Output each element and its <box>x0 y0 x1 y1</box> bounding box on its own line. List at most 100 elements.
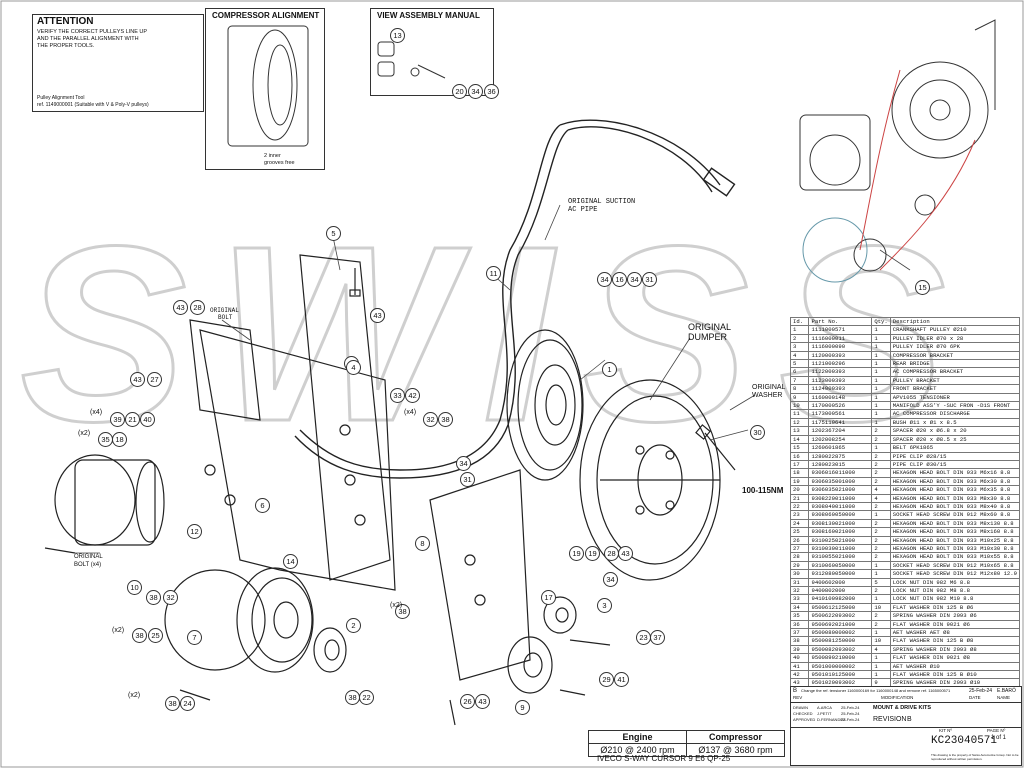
bom-cell: PIPE CLIP Ø28/15 <box>889 451 1021 461</box>
bom-cell: 10 <box>871 602 891 613</box>
bom-cell: 1202367204 <box>808 426 873 436</box>
drawn-label: DRAWN <box>793 705 808 710</box>
bom-cell: SPACER Ø20 x Ø6.8 x 20 <box>889 426 1021 436</box>
bom-cell: 36 <box>789 619 810 630</box>
part-balloon: 36 <box>484 84 499 99</box>
bom-cell: 1280022875 <box>808 451 873 461</box>
assembly-manual-box[interactable]: VIEW ASSEMBLY MANUAL <box>370 8 494 96</box>
bom-cell: 41 <box>789 661 810 672</box>
bom-cell: 1121000296 <box>808 359 873 369</box>
bom-cell: 1173000561 <box>808 409 873 419</box>
bom-cell: 1170000526 <box>808 401 873 411</box>
part-balloon: 38 <box>165 696 180 711</box>
bom-cell: 1 <box>871 325 891 335</box>
kit-number: KC23040571 <box>931 735 998 747</box>
category: MOUNT & DRIVE KITS <box>873 705 932 711</box>
part-balloon: 43 <box>370 308 385 323</box>
bom-cell: 2 <box>871 543 891 554</box>
change-rev: B <box>793 688 798 694</box>
bom-cell: 1 <box>871 510 891 520</box>
bom-cell: 1 <box>871 384 891 394</box>
bom-cell: APV1055 TENSIONER <box>889 392 1021 403</box>
callout-bolt: BOLT <box>218 314 233 321</box>
title-block: B Change the ref. tensioner 1160000169 f… <box>790 686 1022 766</box>
bom-cell: 37 <box>789 628 810 638</box>
drawn-by: A.ARCA <box>817 705 832 710</box>
bom-cell: 1111000571 <box>808 325 873 335</box>
bom-cell: 9500080000002 <box>808 628 873 638</box>
bom-cell: 1 <box>871 560 891 571</box>
bom-cell: 9306016011000 <box>808 468 873 478</box>
bom-cell: 2 <box>871 468 891 478</box>
bom-cell: 9400802000 <box>808 585 873 596</box>
approved-date: 25-Feb-24 <box>841 717 860 722</box>
bom-cell: 1116000011 <box>808 333 873 344</box>
bom-cell: 15 <box>789 443 810 453</box>
bom-cell: AET WASHER Ø10 <box>889 661 1021 672</box>
bom-cell: 1 <box>871 333 891 344</box>
change-text: Change the ref. tensioner 1160000169 for… <box>801 688 951 693</box>
bom-cell: 22 <box>789 501 810 512</box>
part-balloon: 27 <box>147 372 162 387</box>
bom-cell: 28 <box>789 552 810 562</box>
part-balloon: 30 <box>750 425 765 440</box>
part-balloon: 42 <box>405 388 420 403</box>
part-balloon: 37 <box>650 630 665 645</box>
bom-cell: PULLEY IDLER Ø70 x 28 <box>889 333 1021 344</box>
bom-cell: 7 <box>789 375 810 386</box>
quantity-label: (x2) <box>78 430 91 437</box>
engine-label: Engine <box>588 730 687 744</box>
drawing-title: IVECO S-WAY CURSOR 9 E6 QP-25 <box>597 754 731 763</box>
crankshaft-pulley-icon <box>506 329 584 481</box>
bom-header: Part No. <box>808 316 873 327</box>
bom-cell: SOCKET HEAD SCREW DIN 912 M10x65 8.8 <box>889 560 1021 571</box>
bom-cell: 1 <box>871 367 891 377</box>
assembly-manual-title[interactable]: VIEW ASSEMBLY MANUAL <box>377 11 480 20</box>
bom-cell: 10 <box>871 636 891 646</box>
bom-cell: 33 <box>789 594 810 604</box>
part-balloon: 16 <box>612 272 627 287</box>
part-balloon: 33 <box>390 388 405 403</box>
revision-value: B <box>907 716 912 723</box>
bom-cell: 4 <box>871 644 891 655</box>
bom-cell: 13 <box>789 426 810 436</box>
callout-bolt: ORIGINAL <box>210 307 239 314</box>
change-by: E.BARÓ <box>997 688 1016 694</box>
bom-cell: AC COMPRESSOR BRACKET <box>889 367 1021 377</box>
rev-label: REV <box>793 695 803 700</box>
bom-cell: HEXAGON HEAD BOLT DIN 933 M10x55 8.8 <box>889 552 1021 562</box>
part-balloon: 38 <box>395 604 410 619</box>
bom-cell: 1175110641 <box>808 417 873 428</box>
part-balloon: 32 <box>423 412 438 427</box>
bom-cell: 30 <box>789 569 810 579</box>
bom-cell: 4 <box>871 493 891 503</box>
callout-washer: WASHER <box>752 392 783 399</box>
bom-cell: 27 <box>789 543 810 554</box>
modification-label: MODIFICATION <box>881 695 914 700</box>
part-balloon: 34 <box>603 572 618 587</box>
bom-cell: 2 <box>871 426 891 436</box>
part-balloon: 17 <box>541 590 556 605</box>
bom-cell: HEXAGON HEAD BOLT DIN 933 M10x30 8.8 <box>889 543 1021 554</box>
bom-cell: LOCK NUT DIN 982 M6 8.8 <box>889 577 1021 588</box>
compressor-alignment-box: COMPRESSOR ALIGNMENT 2 inner grooves fre… <box>205 8 325 170</box>
bom-cell: 9310060050000 <box>808 560 873 571</box>
ac-hose-icon <box>294 119 736 479</box>
callout-bolt: BOLT (x4) <box>74 562 102 568</box>
bolt-icon <box>44 268 736 726</box>
bom-cell: SOCKET HEAD SCREW DIN 912 M12x80 12.9 <box>889 569 1021 579</box>
bom-cell: FLAT WASHER DIN 9021 Ø8 <box>889 653 1021 663</box>
bom-cell: 26 <box>789 535 810 545</box>
bom-cell: 1 <box>871 628 891 638</box>
revision-label: REVISION <box>873 716 907 723</box>
